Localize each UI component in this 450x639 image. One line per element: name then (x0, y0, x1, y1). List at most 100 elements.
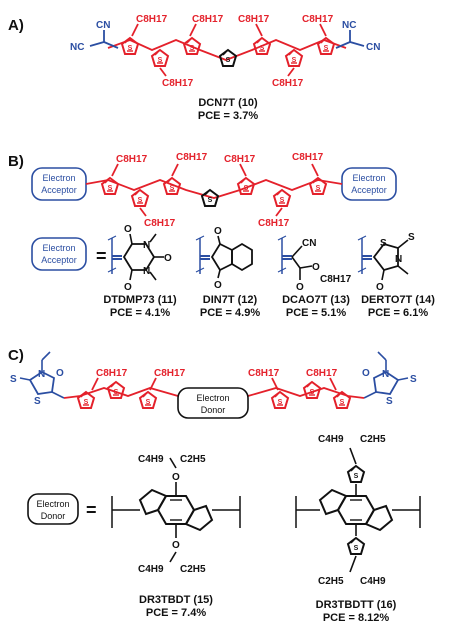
pce-value: PCE = 8.12% (323, 612, 390, 624)
thiophene-ring-icon (151, 49, 169, 67)
alkyl-chain-label: C8H17 (292, 152, 324, 163)
box-text: Donor (41, 511, 66, 521)
thiophene-ring-icon (347, 465, 365, 483)
alkyl-chain-label: C8H17 (144, 218, 176, 229)
atom-label: N (143, 266, 150, 277)
derto-acceptor-structure: S S N O (357, 232, 415, 293)
atom-label: O (172, 472, 180, 483)
alkyl-chain-label: C8H17 (136, 14, 168, 25)
section-a-label: A) (8, 17, 24, 34)
thiophene-ring-icon (183, 37, 201, 55)
section-b-label: B) (8, 153, 24, 170)
thiophene-ring-icon (271, 391, 289, 409)
pce-value: PCE = 5.1% (286, 307, 346, 319)
cyano-label: CN (366, 42, 380, 53)
rhodanine-donor-structure: S N O S S N O S C8H17 C8H17 C8H17 C8H17 … (10, 351, 417, 419)
pce-value: PCE = 6.1% (368, 307, 428, 319)
atom-label: N (143, 240, 150, 251)
equals-sign: = (86, 500, 97, 520)
chain-label: C2H5 (360, 434, 386, 445)
thiophene-ring-icon (285, 49, 303, 67)
alkyl-chain-label: C8H17 (192, 14, 224, 25)
alkyl-chain-label: C8H17 (306, 368, 338, 379)
cyano-label: CN (96, 20, 110, 31)
box-text: Electron (36, 499, 69, 509)
alkyl-chain-label: C8H17 (302, 14, 334, 25)
alkyl-chain-label: C8H17 (162, 78, 194, 89)
atom-label: N (38, 369, 45, 380)
chain-label: C2H5 (318, 576, 344, 587)
chain-label: C4H9 (138, 564, 164, 575)
atom-label: S (380, 238, 387, 249)
atom-label: S (34, 396, 41, 407)
chain-label: C2H5 (180, 454, 206, 465)
box-text: Acceptor (41, 185, 77, 195)
atom-label: O (312, 262, 320, 273)
dcn7t-structure: C8H17 C8H17 C8H17 C8H17 C8H17 C8H17 CN N… (70, 14, 380, 89)
compound-name: DERTO7T (14) (361, 294, 435, 306)
atom-label: S (10, 374, 17, 385)
box-text: Acceptor (351, 185, 387, 195)
thiophene-ring-icon (139, 391, 157, 409)
alkyl-chain-label: C8H17 (176, 152, 208, 163)
atom-label: N (395, 254, 402, 265)
dr3tbdt-donor-structure: O O C4H9 C2H5 C4H9 C2H5 (111, 454, 241, 575)
alkyl-chain-label: C8H17 (116, 154, 148, 165)
thiophene-ring-icon (253, 37, 271, 55)
din-acceptor-structure: O O (195, 226, 253, 291)
thiophene-ring-icon (273, 189, 291, 207)
alkyl-chain-label: C8H17 (224, 154, 256, 165)
compound-name: DCN7T (10) (198, 97, 258, 109)
thiophene-ring-icon (131, 189, 149, 207)
alkyl-chain-label: C8H17 (258, 218, 290, 229)
atom-label: C8H17 (320, 274, 352, 285)
equals-sign: = (96, 246, 107, 266)
atom-label: O (124, 282, 132, 293)
box-text: Acceptor (41, 255, 77, 265)
atom-label: O (376, 282, 384, 293)
compound-name: DCAO7T (13) (282, 294, 350, 306)
atom-label: CN (302, 238, 316, 249)
electron-donor-box (177, 387, 249, 419)
acceptor-donor-acceptor-structure: Electron Acceptor Electron Acceptor C8H1… (31, 152, 397, 229)
atom-label: O (214, 226, 222, 237)
chain-label: C4H9 (318, 434, 344, 445)
atom-label: O (296, 282, 304, 293)
chain-label: C4H9 (138, 454, 164, 465)
pce-value: PCE = 7.4% (146, 607, 206, 619)
box-text: Electron (42, 243, 75, 253)
atom-label: O (56, 368, 64, 379)
compound-name: DIN7T (12) (203, 294, 258, 306)
electron-donor-box (27, 493, 79, 525)
box-text: Electron (42, 173, 75, 183)
atom-label: S (386, 396, 393, 407)
atom-label: O (214, 280, 222, 291)
thiophene-ring-icon (347, 537, 365, 555)
cyano-label: NC (70, 42, 84, 53)
compound-name: DR3TBDT (15) (139, 594, 213, 606)
dcao-acceptor-structure: CN O O C8H17 (277, 235, 352, 293)
atom-label: O (164, 253, 172, 264)
alkyl-chain-label: C8H17 (96, 368, 128, 379)
compound-name: DTDMP73 (11) (103, 294, 177, 306)
atom-label: O (172, 540, 180, 551)
dtdmp-acceptor-structure: O O O N N (107, 224, 172, 293)
dr3tbdtt-donor-structure: C4H9 C2H5 C2H5 C4H9 (295, 434, 421, 587)
box-text: Electron (196, 393, 229, 403)
box-text: Electron (352, 173, 385, 183)
atom-label: S (408, 232, 415, 243)
atom-label: N (382, 369, 389, 380)
compound-name: DR3TBDTT (16) (316, 599, 397, 611)
cyano-label: NC (342, 20, 356, 31)
chain-label: C2H5 (180, 564, 206, 575)
pce-value: PCE = 3.7% (198, 110, 258, 122)
pce-value: PCE = 4.9% (200, 307, 260, 319)
pce-value: PCE = 4.1% (110, 307, 170, 319)
chain-label: C4H9 (360, 576, 386, 587)
section-c-label: C) (8, 347, 24, 364)
alkyl-chain-label: C8H17 (272, 78, 304, 89)
electron-acceptor-box (31, 237, 87, 271)
alkyl-chain-label: C8H17 (154, 368, 186, 379)
alkyl-chain-label: C8H17 (238, 14, 270, 25)
